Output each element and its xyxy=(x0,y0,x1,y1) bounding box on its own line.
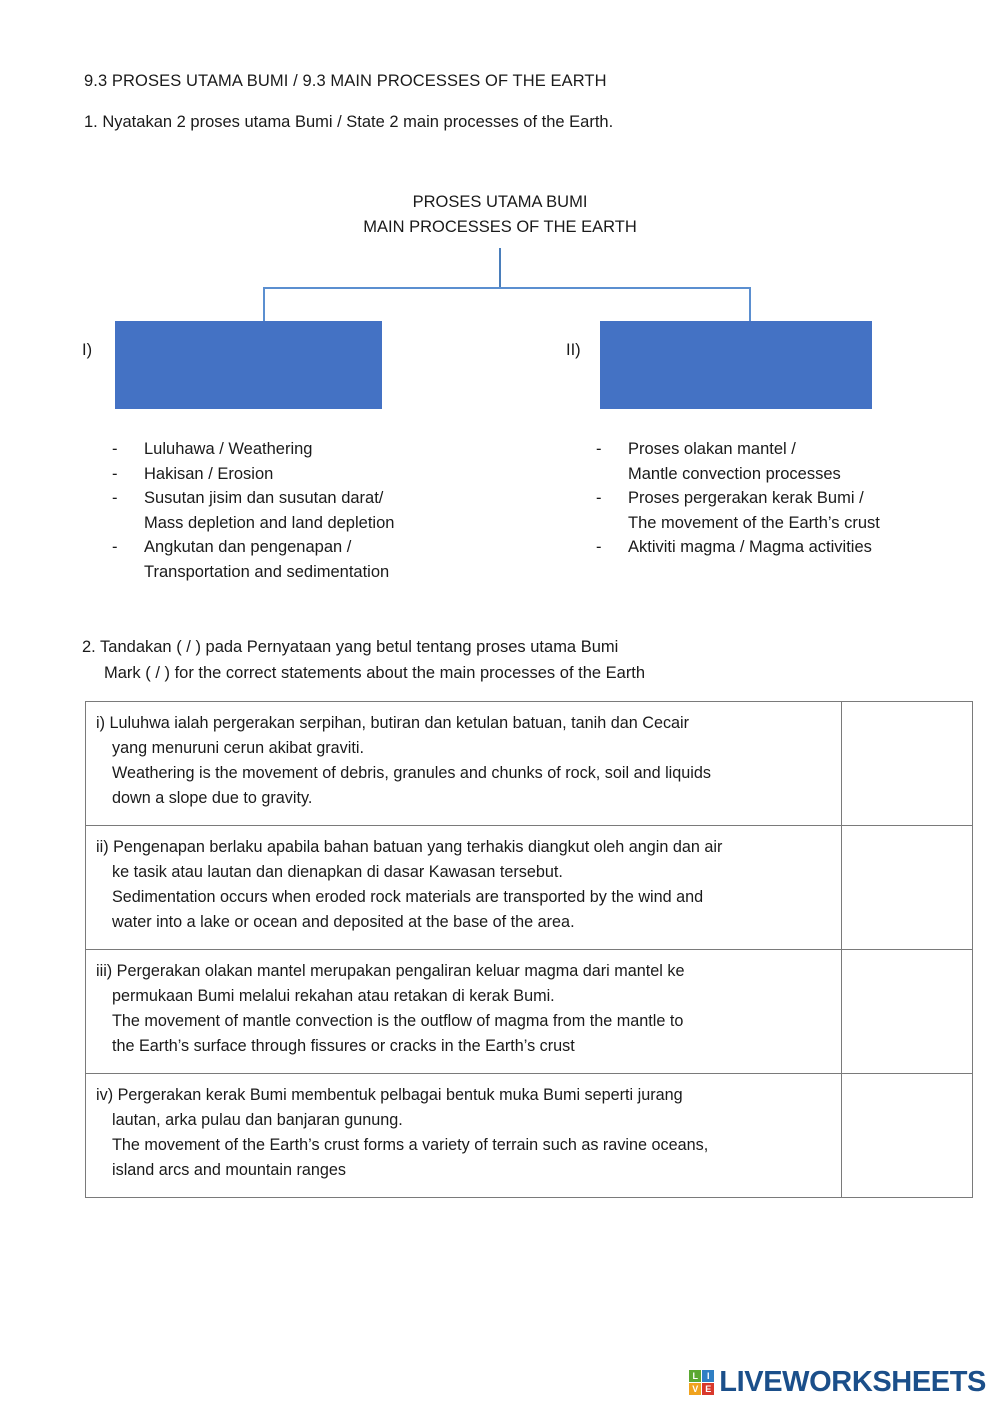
list-item-text: Susutan jisim dan susutan darat/ Mass de… xyxy=(144,486,512,535)
diagram-title: PROSES UTAMA BUMI MAIN PROCESSES OF THE … xyxy=(0,190,1000,240)
list-item: - Proses pergerakan kerak Bumi / The mov… xyxy=(596,486,966,535)
answer-cell-ii[interactable] xyxy=(841,825,973,950)
statement-line: island arcs and mountain ranges xyxy=(112,1161,346,1179)
statement-cell-ii: ii) Pengenapan berlaku apabila bahan bat… xyxy=(85,825,842,950)
table-row: iv) Pergerakan kerak Bumi membentuk pelb… xyxy=(85,1073,973,1198)
list-item-text: Luluhawa / Weathering xyxy=(144,437,512,462)
list-item-text: Proses pergerakan kerak Bumi / The movem… xyxy=(628,486,966,535)
statement-cell-i: i) Luluhwa ialah pergerakan serpihan, bu… xyxy=(85,701,842,826)
statement-line: permukaan Bumi melalui rekahan atau reta… xyxy=(112,987,555,1005)
answer-cell-i[interactable] xyxy=(841,701,973,826)
statement-line: yang menuruni cerun akibat graviti. xyxy=(112,739,364,757)
logo-tile-l: L xyxy=(689,1370,702,1382)
table-row: i) Luluhwa ialah pergerakan serpihan, bu… xyxy=(85,701,973,826)
statement-line: down a slope due to gravity. xyxy=(112,789,313,807)
list-item-text: Proses olakan mantel / Mantle convection… xyxy=(628,437,966,486)
diagram-title-line-1: PROSES UTAMA BUMI xyxy=(412,193,588,211)
main-processes-diagram: PROSES UTAMA BUMI MAIN PROCESSES OF THE … xyxy=(0,190,1000,420)
statement-line: water into a lake or ocean and deposited… xyxy=(112,913,575,931)
statement-line: Weathering is the movement of debris, gr… xyxy=(112,764,711,782)
liveworksheets-logo-tiles-icon: L I V E xyxy=(689,1370,715,1395)
statement-line: iii) Pergerakan olakan mantel merupakan … xyxy=(96,962,685,980)
list-item-line-1: Susutan jisim dan susutan darat/ xyxy=(144,489,384,508)
list-item-text: Hakisan / Erosion xyxy=(144,462,512,487)
list-item-text: Aktiviti magma / Magma activities xyxy=(628,535,966,560)
list-item-line-1: Angkutan dan pengenapan / xyxy=(144,538,352,557)
statements-table: i) Luluhwa ialah pergerakan serpihan, bu… xyxy=(85,701,973,1198)
statement-cell-iii: iii) Pergerakan olakan mantel merupakan … xyxy=(85,949,842,1074)
dash-bullet-icon: - xyxy=(112,489,118,508)
statement-line: iv) Pergerakan kerak Bumi membentuk pelb… xyxy=(96,1086,683,1104)
connector-horizontal-bar xyxy=(263,287,751,289)
answer-cell-iii[interactable] xyxy=(841,949,973,1074)
statement-line: ii) Pengenapan berlaku apabila bahan bat… xyxy=(96,838,723,856)
list-item-line-1: Aktiviti magma / Magma activities xyxy=(628,538,872,557)
list-item: - Angkutan dan pengenapan / Transportati… xyxy=(112,535,512,584)
question-1-prompt: 1. Nyatakan 2 proses utama Bumi / State … xyxy=(84,113,614,131)
liveworksheets-logo[interactable]: L I V E LIVEWORKSHEETS xyxy=(689,1366,986,1399)
connector-drop-left xyxy=(263,287,265,322)
dash-bullet-icon: - xyxy=(596,538,602,557)
list-item-line-1: Luluhawa / Weathering xyxy=(144,440,313,458)
branch-2-item-list: - Proses olakan mantel / Mantle convecti… xyxy=(596,437,966,560)
logo-tile-e: E xyxy=(702,1383,715,1395)
connector-drop-right xyxy=(749,287,751,322)
answer-box-2[interactable] xyxy=(600,321,872,409)
logo-tile-v: V xyxy=(689,1383,702,1395)
question-2-line-2: Mark ( / ) for the correct statements ab… xyxy=(104,663,646,682)
list-item-line-1: Proses olakan mantel / xyxy=(628,440,796,458)
logo-tile-i: I xyxy=(702,1370,715,1382)
statement-line: ke tasik atau lautan dan dienapkan di da… xyxy=(112,863,563,881)
dash-bullet-icon: - xyxy=(596,440,602,458)
table-row: iii) Pergerakan olakan mantel merupakan … xyxy=(85,949,973,1074)
list-item-text: Angkutan dan pengenapan / Transportation… xyxy=(144,535,512,584)
dash-bullet-icon: - xyxy=(112,538,118,557)
list-item-line-1: Hakisan / Erosion xyxy=(144,464,274,483)
table-row: ii) Pengenapan berlaku apabila bahan bat… xyxy=(85,825,973,950)
list-item-line-2: Mantle convection processes xyxy=(628,464,841,483)
branch-1-item-list: - Luluhawa / Weathering - Hakisan / Eros… xyxy=(112,437,512,585)
list-item-line-1: Proses pergerakan kerak Bumi / xyxy=(628,489,864,508)
liveworksheets-wordmark: LIVEWORKSHEETS xyxy=(719,1366,986,1398)
answer-cell-iv[interactable] xyxy=(841,1073,973,1198)
answer-box-1[interactable] xyxy=(115,321,382,409)
list-item-line-2: The movement of the Earth’s crust xyxy=(628,513,880,532)
list-item: - Hakisan / Erosion xyxy=(112,462,512,487)
list-item-line-2: Mass depletion and land depletion xyxy=(144,513,395,532)
question-2-prompt: 2. Tandakan ( / ) pada Pernyataan yang b… xyxy=(82,635,645,686)
list-item: - Proses olakan mantel / Mantle convecti… xyxy=(596,437,966,486)
list-item: - Aktiviti magma / Magma activities xyxy=(596,535,966,560)
branch-label-2: II) xyxy=(566,341,581,359)
dash-bullet-icon: - xyxy=(112,440,118,458)
branch-label-1: I) xyxy=(82,341,93,359)
statement-line: the Earth’s surface through fissures or … xyxy=(112,1037,575,1055)
list-item-line-2: Transportation and sedimentation xyxy=(144,562,390,581)
statement-line: Sedimentation occurs when eroded rock ma… xyxy=(112,888,704,906)
statement-line: i) Luluhwa ialah pergerakan serpihan, bu… xyxy=(96,714,690,732)
page-title: 9.3 PROSES UTAMA BUMI / 9.3 MAIN PROCESS… xyxy=(84,72,607,90)
connector-stem xyxy=(499,248,501,288)
statement-cell-iv: iv) Pergerakan kerak Bumi membentuk pelb… xyxy=(85,1073,842,1198)
dash-bullet-icon: - xyxy=(596,489,602,508)
statement-line: The movement of the Earth’s crust forms … xyxy=(112,1136,709,1154)
statement-line: The movement of mantle convection is the… xyxy=(112,1012,684,1030)
question-2-line-1: 2. Tandakan ( / ) pada Pernyataan yang b… xyxy=(82,638,619,656)
list-item: - Luluhawa / Weathering xyxy=(112,437,512,462)
list-item: - Susutan jisim dan susutan darat/ Mass … xyxy=(112,486,512,535)
dash-bullet-icon: - xyxy=(112,464,118,483)
diagram-title-line-2: MAIN PROCESSES OF THE EARTH xyxy=(363,218,637,236)
statement-line: lautan, arka pulau dan banjaran gunung. xyxy=(112,1111,403,1129)
